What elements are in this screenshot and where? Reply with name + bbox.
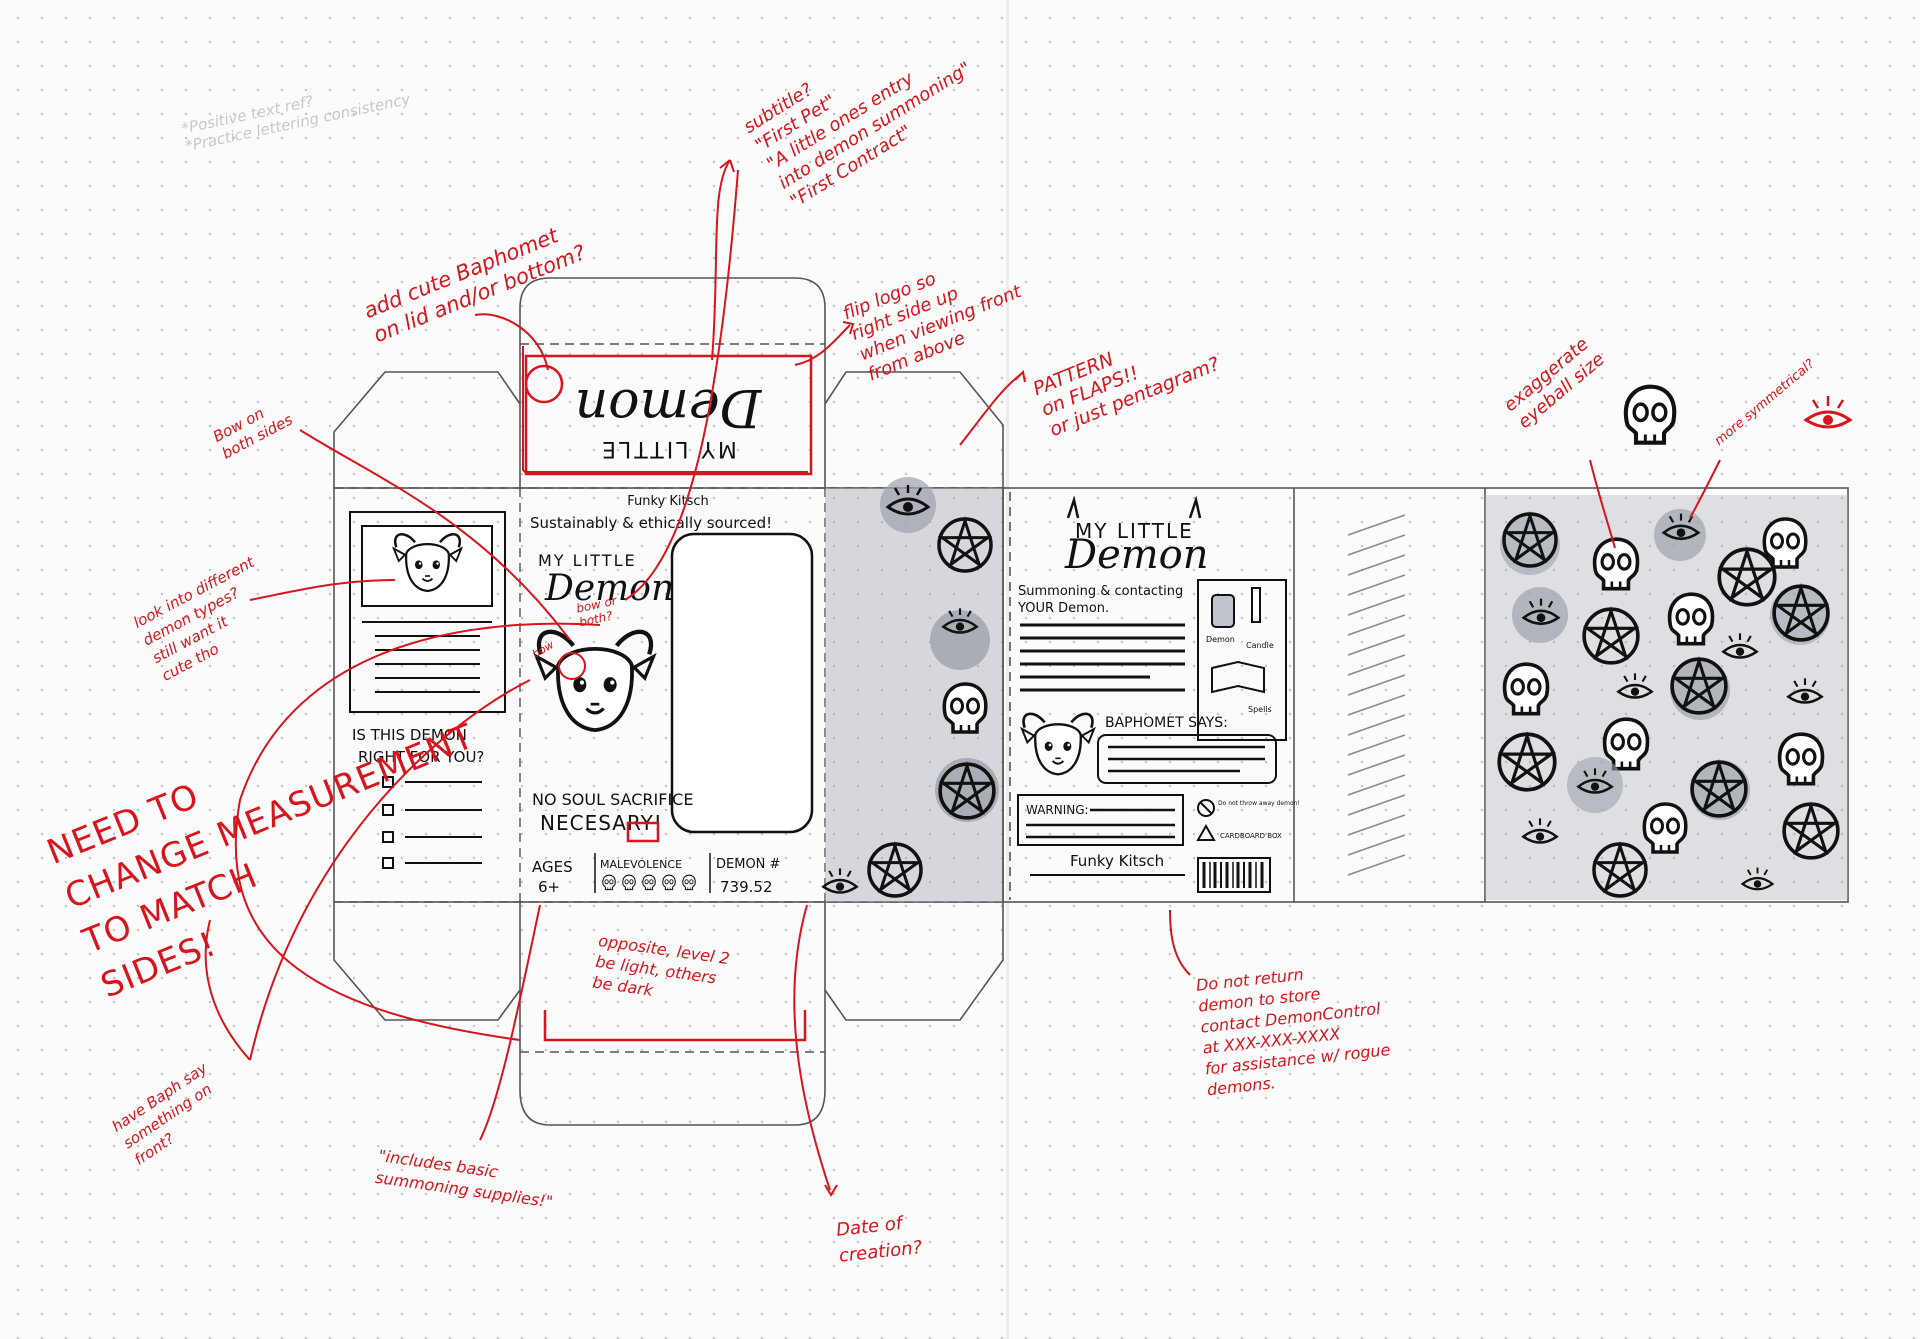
back-supply-spells: Spells: [1248, 705, 1272, 714]
back-baphomet-says: BAPHOMET SAYS:: [1105, 715, 1228, 731]
front-panel: Funky Kitsch Sustainably & ethically sou…: [530, 494, 814, 896]
back-warning: WARNING:: [1026, 803, 1089, 817]
lid-logo: MY LITTLE Demon: [575, 377, 763, 461]
pattern-panel: [1485, 495, 1848, 900]
note-date: Date of creation?: [835, 1213, 924, 1267]
front-demon-no-value: 739.52: [720, 878, 773, 896]
front-malevolence-label: MALEVOLENCE: [600, 858, 682, 871]
right-strip-outline: [1002, 487, 1849, 903]
left-question-line1: IS THIS DEMON: [352, 726, 467, 744]
back-logo-bottom: Demon: [1064, 532, 1209, 578]
lid-logo-top: MY LITTLE: [599, 436, 737, 461]
back-barcode: [1197, 857, 1271, 893]
back-do-not-throw: Do not throw away demon!: [1218, 800, 1300, 807]
front-window: [670, 532, 814, 834]
lid-logo-box: [524, 354, 813, 476]
back-brand: Funky Kitsch: [1070, 852, 1164, 870]
notebook-fold: [1006, 0, 1009, 1339]
front-no-soul: NO SOUL SACRIFICE: [532, 790, 693, 809]
note-skull-doodle: [1626, 387, 1674, 443]
back-cardboard-box: CARDBOARD BOX: [1220, 832, 1282, 840]
note-eye-doodle: [1803, 396, 1853, 429]
front-brand: Funky Kitsch: [627, 494, 709, 509]
front-logo-top: MY LITTLE: [538, 551, 637, 570]
hatched-panel: [1347, 514, 1406, 876]
annotation-arrows: [204, 159, 1721, 1197]
malevolence-skulls: [602, 874, 696, 891]
lid-logo-bottom: Demon: [575, 377, 763, 437]
note-do-not-return: Do not return demon to store contact Dem…: [1195, 964, 1392, 1100]
front-ages-label: AGES: [532, 858, 573, 876]
left-side-panel: IS THIS DEMON RIGHT FOR YOU?: [349, 511, 506, 869]
left-pattern-panel: [822, 477, 1003, 902]
back-logo-top: MY LITTLE: [1075, 519, 1194, 543]
front-ages-value: 6+: [538, 878, 560, 896]
front-demon-no-label: DEMON #: [716, 857, 780, 872]
back-supply-candle: Candle: [1246, 641, 1274, 650]
front-tagline: Sustainably & ethically sourced!: [530, 514, 772, 532]
back-supply-demon: Demon: [1206, 635, 1235, 644]
